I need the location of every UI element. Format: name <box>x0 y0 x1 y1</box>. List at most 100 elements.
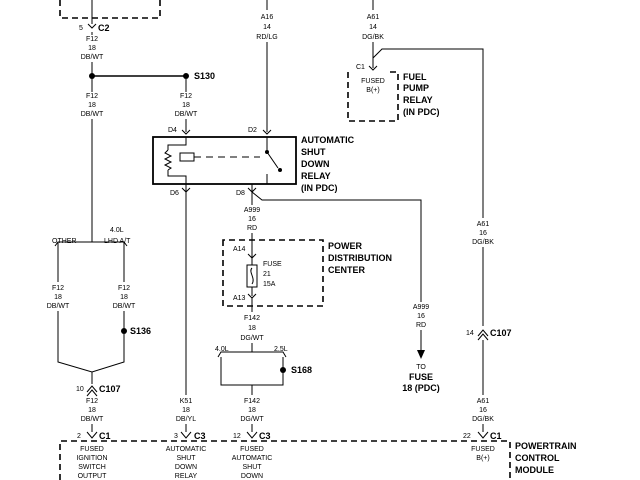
connector-c3-b: 12 C3 <box>233 431 271 441</box>
pcm-pin-ignition: FUSED IGNITION SWITCH OUTPUT <box>76 446 107 480</box>
svg-text:18: 18 <box>182 407 190 414</box>
svg-text:FUSED: FUSED <box>240 446 264 453</box>
wire-label-f12-lhd: F12 18 DB/WT <box>113 285 136 310</box>
svg-text:POWERTRAIN: POWERTRAIN <box>515 441 577 451</box>
pcm-pin-asd-relay: AUTOMATIC SHUT DOWN RELAY <box>166 446 207 480</box>
svg-text:18: 18 <box>88 407 96 414</box>
pcm-title: POWERTRAIN CONTROL MODULE <box>515 441 577 475</box>
svg-text:(IN PDC): (IN PDC) <box>403 107 440 117</box>
wire-label-a999-left: A999 16 RD <box>244 207 260 232</box>
connector-c2: 5 C2 <box>79 23 110 33</box>
pin-d6: D6 <box>170 190 179 197</box>
svg-text:14: 14 <box>263 24 271 31</box>
svg-text:DG/WT: DG/WT <box>240 335 264 342</box>
svg-text:A61: A61 <box>477 221 490 228</box>
svg-text:18: 18 <box>120 294 128 301</box>
fuse-amps: 15A <box>263 281 276 288</box>
svg-text:AUTOMATIC: AUTOMATIC <box>301 135 355 145</box>
branch-other: OTHER <box>52 238 77 245</box>
wire-label-a61-bottom: A61 16 DG/BK <box>472 398 494 423</box>
svg-text:18: 18 <box>248 325 256 332</box>
wire-label-f142-bottom: F142 18 DG/WT <box>240 398 264 423</box>
asd-relay-box: D4 D2 D6 D8 <box>152 127 297 197</box>
s130-label: S130 <box>194 71 215 81</box>
c2-label: C2 <box>98 23 110 33</box>
svg-text:C1: C1 <box>99 431 111 441</box>
svg-text:DB/YL: DB/YL <box>176 416 196 423</box>
fused-label: FUSED <box>361 78 385 85</box>
svg-text:10: 10 <box>76 386 84 393</box>
s136-label: S136 <box>130 326 151 336</box>
wire-label-f12-top: F12 18 DB/WT <box>81 36 104 61</box>
svg-text:F12: F12 <box>86 36 98 43</box>
svg-text:C3: C3 <box>259 431 271 441</box>
svg-text:DB/WT: DB/WT <box>81 54 104 61</box>
s168-left-label: 4.0L <box>215 346 229 353</box>
s168-right-label: 2.5L <box>274 346 288 353</box>
pdc-box: A14 A13 FUSE 21 15A <box>222 239 324 307</box>
svg-text:F12: F12 <box>52 285 64 292</box>
pdc-pin-a13: A13 <box>233 295 246 302</box>
svg-text:DB/WT: DB/WT <box>81 111 104 118</box>
pcm-pin-fused-asd: FUSED AUTOMATIC SHUT DOWN <box>232 446 273 480</box>
wire-label-k51: K51 18 DB/YL <box>176 398 196 423</box>
svg-text:F142: F142 <box>244 398 260 405</box>
svg-text:PUMP: PUMP <box>403 83 429 93</box>
wire-label-f12-mid: F12 18 DB/WT <box>81 93 104 118</box>
s130-dot <box>183 73 189 79</box>
fuse18-pdc: 18 (PDC) <box>402 383 440 393</box>
svg-text:14: 14 <box>369 24 377 31</box>
svg-text:RD: RD <box>247 225 257 232</box>
svg-text:OUTPUT: OUTPUT <box>78 473 108 480</box>
s168-label: S168 <box>291 365 312 375</box>
svg-text:SWITCH: SWITCH <box>78 464 106 471</box>
pdc-title: POWER DISTRIBUTION CENTER <box>328 241 392 275</box>
svg-text:SHUT: SHUT <box>176 455 196 462</box>
c2-component-box <box>59 0 161 19</box>
svg-text:22: 22 <box>463 433 471 440</box>
svg-text:CENTER: CENTER <box>328 265 366 275</box>
svg-text:FUSED: FUSED <box>80 446 104 453</box>
svg-text:16: 16 <box>479 407 487 414</box>
svg-text:F12: F12 <box>86 398 98 405</box>
arrow-down-icon <box>417 350 425 359</box>
svg-text:DB/WT: DB/WT <box>81 416 104 423</box>
svg-text:18: 18 <box>248 407 256 414</box>
wire-label-a999-right: A999 16 RD <box>413 304 429 329</box>
svg-text:DG/BK: DG/BK <box>472 416 494 423</box>
wire-label-f142-top: F142 18 DG/WT <box>240 315 264 342</box>
svg-text:MODULE: MODULE <box>515 465 554 475</box>
svg-text:RELAY: RELAY <box>175 473 198 480</box>
connector-c107-right: 14 C107 <box>466 328 512 341</box>
svg-text:A999: A999 <box>244 207 260 214</box>
svg-text:POWER: POWER <box>328 241 363 251</box>
svg-text:DISTRIBUTION: DISTRIBUTION <box>328 253 392 263</box>
svg-text:CONTROL: CONTROL <box>515 453 560 463</box>
svg-text:F12: F12 <box>180 93 192 100</box>
svg-text:(IN PDC): (IN PDC) <box>301 183 338 193</box>
fuse18-title: FUSE <box>409 372 433 382</box>
svg-text:SHUT: SHUT <box>301 147 326 157</box>
fuel-pump-relay-title: FUEL PUMP RELAY (IN PDC) <box>403 72 440 117</box>
svg-text:18: 18 <box>182 102 190 109</box>
svg-text:DOWN: DOWN <box>175 464 197 471</box>
svg-text:RD/LG: RD/LG <box>256 34 277 41</box>
fuse18-to: TO <box>416 364 426 371</box>
wire-label-f12-other: F12 18 DB/WT <box>47 285 70 310</box>
pcm-pin-fused-bplus: FUSED B(+) <box>471 446 495 462</box>
svg-text:A61: A61 <box>477 398 490 405</box>
wire-label-f12-branch: F12 18 DB/WT <box>175 93 198 118</box>
svg-text:A16: A16 <box>261 14 274 21</box>
svg-text:16: 16 <box>248 216 256 223</box>
svg-text:A999: A999 <box>413 304 429 311</box>
svg-text:C107: C107 <box>99 384 121 394</box>
fuse-number: 21 <box>263 271 271 278</box>
c2-pin: 5 <box>79 25 83 32</box>
svg-text:RD: RD <box>416 322 426 329</box>
pin-d2: D2 <box>248 127 257 134</box>
svg-text:C1: C1 <box>490 431 502 441</box>
svg-text:FUSED: FUSED <box>471 446 495 453</box>
svg-text:12: 12 <box>233 433 241 440</box>
svg-text:DB/WT: DB/WT <box>47 303 70 310</box>
